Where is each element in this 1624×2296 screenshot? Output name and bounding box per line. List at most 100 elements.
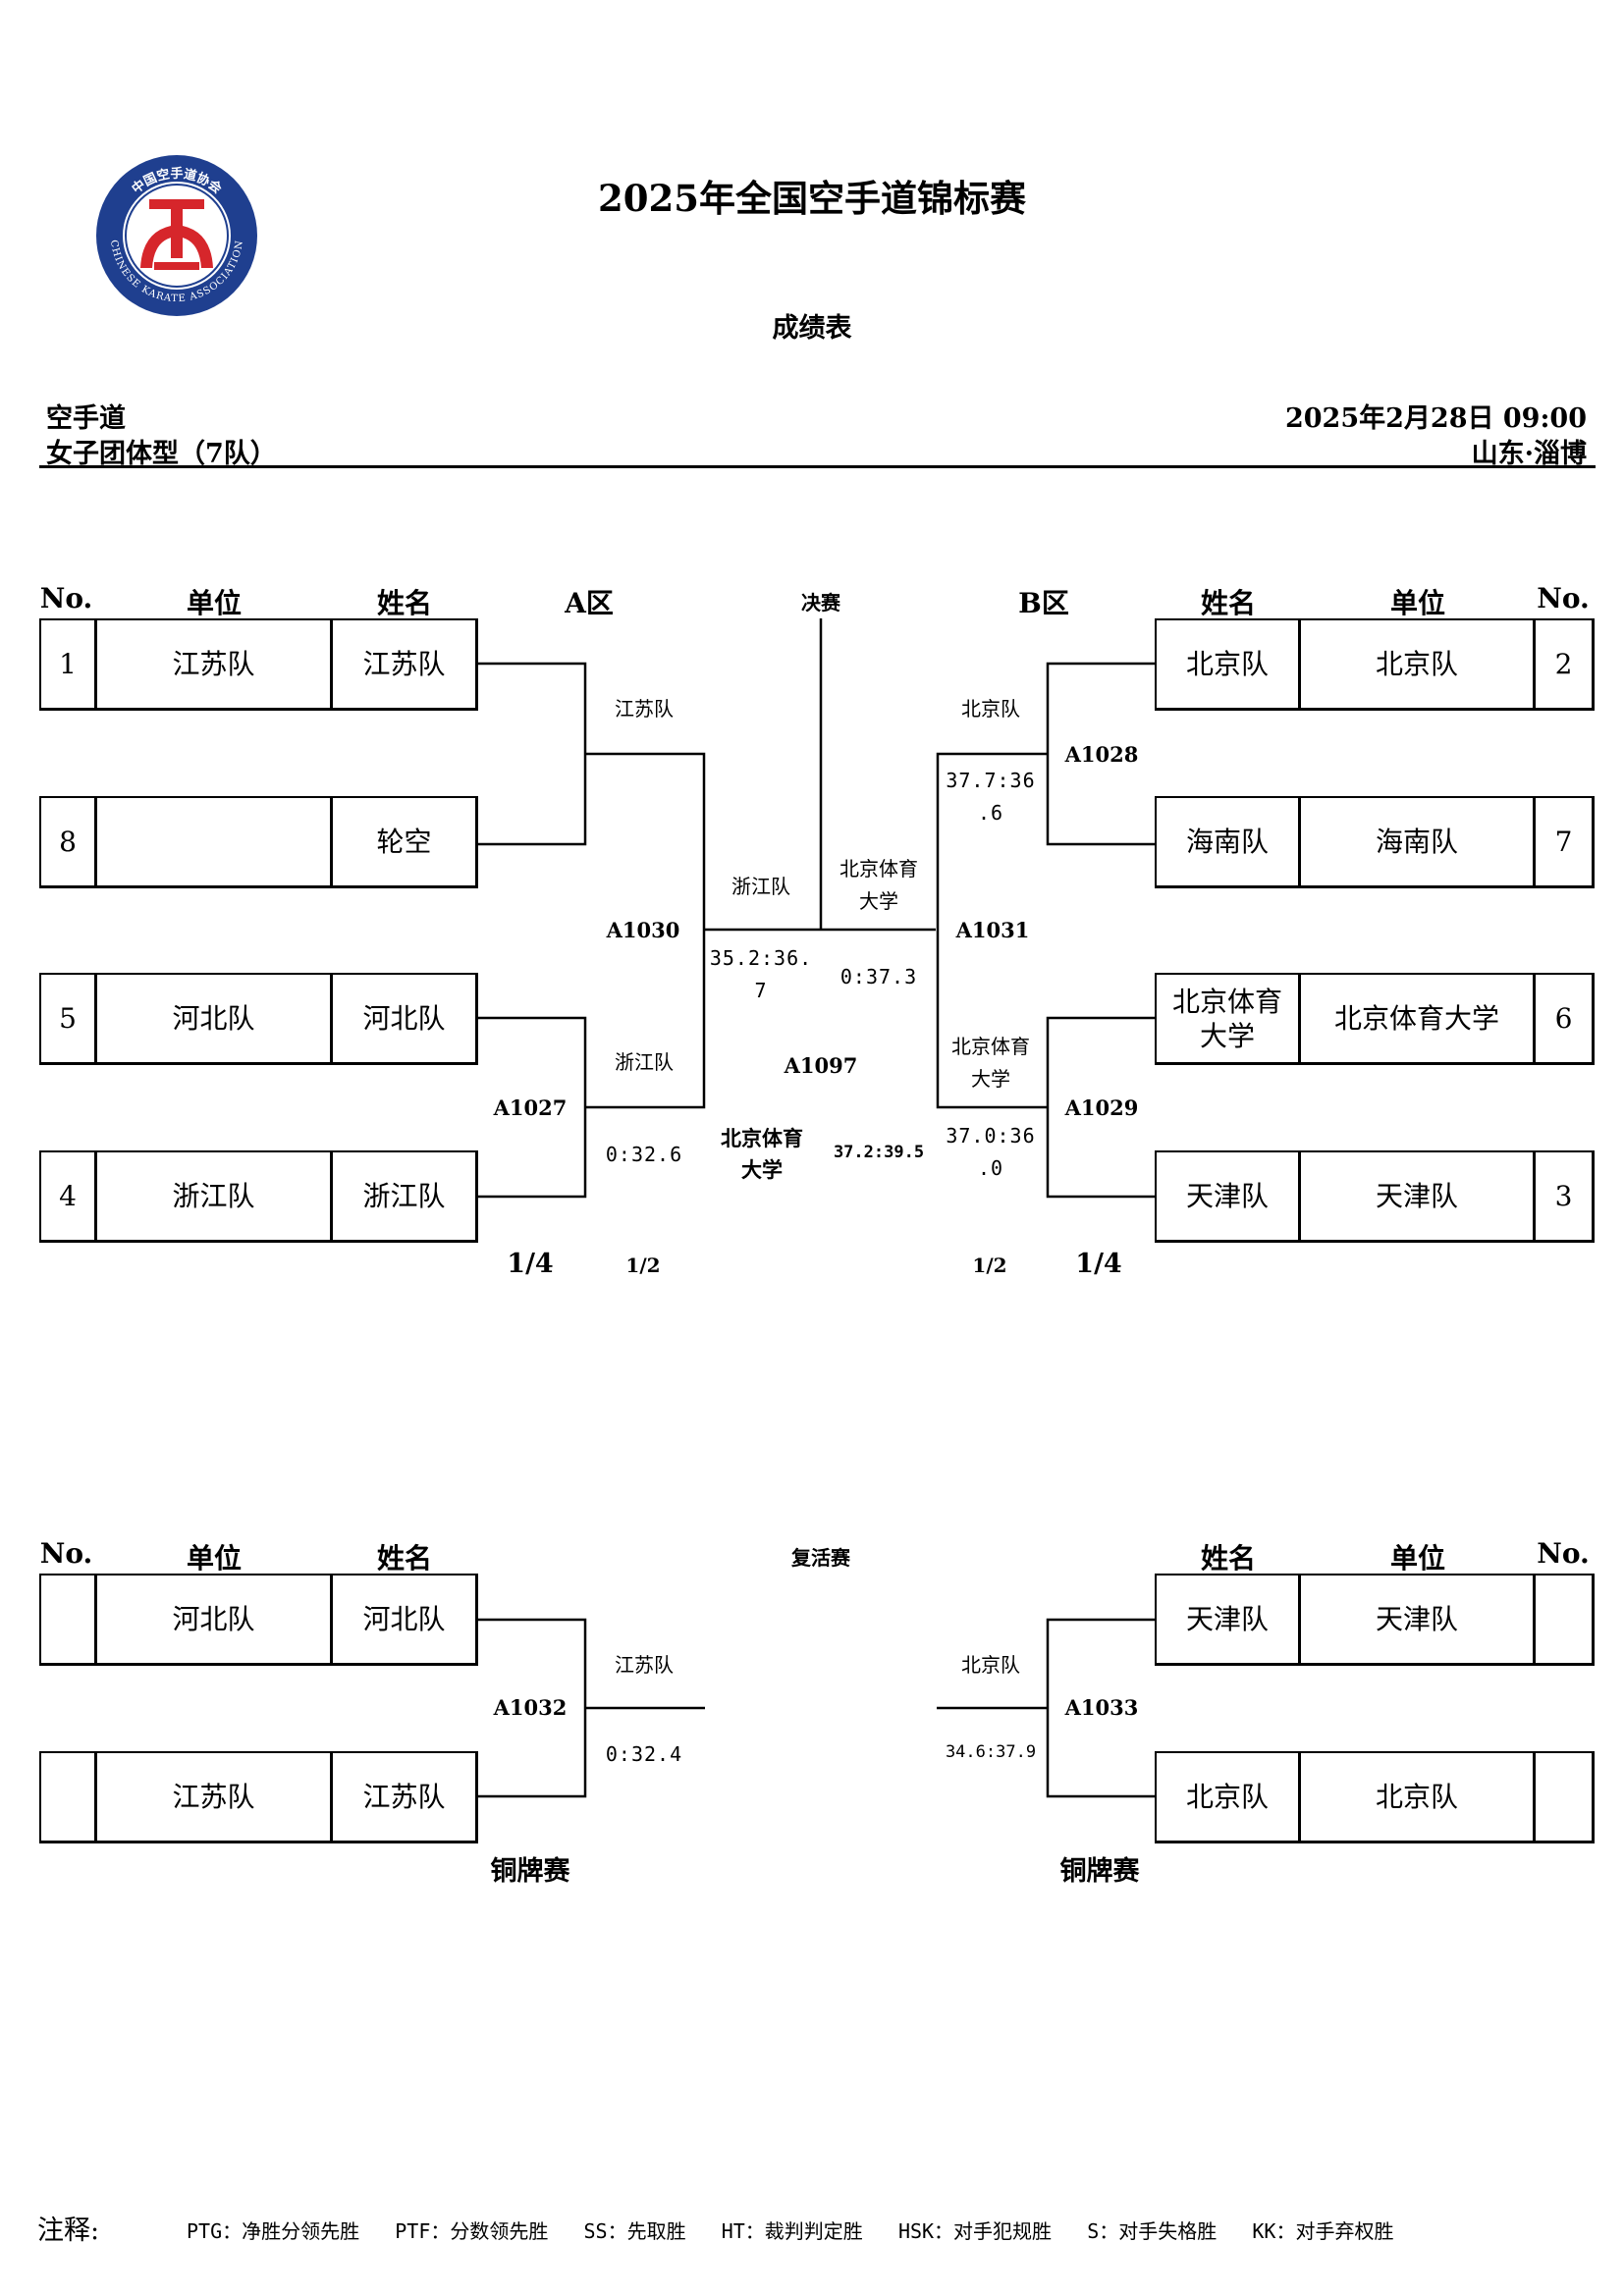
entry-name: 河北队 bbox=[331, 1574, 478, 1666]
event-name: 女子团体型（7队） bbox=[46, 439, 277, 469]
zone-b-label: B区 bbox=[1018, 587, 1069, 619]
a1028-score: 37.7:36 .6 bbox=[946, 769, 1036, 825]
match-code-a1033: A1033 bbox=[1064, 1695, 1139, 1720]
note-ptf: PTF：分数领先胜 bbox=[395, 2219, 549, 2243]
entry-unit: 天津队 bbox=[1299, 1574, 1536, 1666]
bracket-line-q1 bbox=[477, 662, 587, 846]
a1029-score: 37.0:36 .0 bbox=[946, 1124, 1036, 1180]
a1032-score: 0:32.4 bbox=[605, 1742, 683, 1766]
entry-name: 海南队 bbox=[1155, 796, 1301, 888]
entry-name: 天津队 bbox=[1155, 1574, 1301, 1666]
note-kk: KK：对手弃权胜 bbox=[1252, 2219, 1394, 2243]
col-no-right: No. bbox=[1537, 582, 1590, 614]
entry-no bbox=[39, 1574, 97, 1666]
entry-no: 4 bbox=[39, 1150, 97, 1243]
entry-no: 1 bbox=[39, 618, 97, 711]
header-rule bbox=[39, 465, 1596, 468]
entry-no bbox=[39, 1751, 97, 1843]
entry-no: 7 bbox=[1534, 796, 1595, 888]
entry-unit: 北京队 bbox=[1299, 1751, 1536, 1843]
bracket-line-a1028 bbox=[936, 752, 1048, 930]
entry-unit: 江苏队 bbox=[95, 618, 333, 711]
entry-no bbox=[1534, 1574, 1595, 1666]
entry-name: 浙江队 bbox=[331, 1150, 478, 1243]
final-label: 决赛 bbox=[801, 591, 840, 614]
entry-no: 5 bbox=[39, 973, 97, 1065]
note-ht: HT：裁判判定胜 bbox=[721, 2219, 863, 2243]
rep-col-unit-left: 单位 bbox=[186, 1542, 242, 1575]
bronze-label-right: 铜牌赛 bbox=[1059, 1856, 1140, 1887]
match-code-a1030: A1030 bbox=[606, 918, 680, 942]
a1031-score: 0:37.3 bbox=[839, 965, 918, 988]
final-score: 37.2:39.5 bbox=[833, 1143, 925, 1162]
bronze-label-left: 铜牌赛 bbox=[490, 1856, 570, 1887]
col-name-right: 姓名 bbox=[1200, 587, 1256, 619]
notes-label: 注释: bbox=[37, 2216, 100, 2246]
round-quarter-left: 1/4 bbox=[507, 1249, 554, 1279]
a1030-top-winner: 江苏队 bbox=[615, 697, 674, 721]
repechage-title: 复活赛 bbox=[791, 1546, 850, 1570]
entry-unit: 河北队 bbox=[95, 973, 333, 1065]
rep-col-no-left: No. bbox=[39, 1537, 93, 1570]
entry-unit: 海南队 bbox=[1299, 796, 1536, 888]
champion-name: 北京体育 大学 bbox=[721, 1126, 803, 1182]
bracket-line-a1030 bbox=[585, 752, 706, 930]
note-s: S：对手失格胜 bbox=[1087, 2219, 1218, 2243]
a1027-winner: 浙江队 bbox=[615, 1050, 674, 1074]
zone-a-label: A区 bbox=[565, 587, 614, 619]
bracket-line-a1029 bbox=[936, 930, 1048, 1109]
match-code-a1027: A1027 bbox=[493, 1095, 568, 1120]
note-hsk: HSK：对手犯规胜 bbox=[897, 2219, 1053, 2243]
bracket-line-a1027 bbox=[585, 930, 706, 1109]
a1029-winner: 北京体育 大学 bbox=[951, 1035, 1030, 1091]
match-code-a1029: A1029 bbox=[1064, 1095, 1139, 1120]
entry-name: 江苏队 bbox=[331, 618, 478, 711]
entry-name: 北京队 bbox=[1155, 1751, 1301, 1843]
page-subtitle: 成绩表 bbox=[772, 313, 852, 344]
entry-unit: 浙江队 bbox=[95, 1150, 333, 1243]
sport-name: 空手道 bbox=[46, 403, 126, 434]
round-semi-right: 1/2 bbox=[972, 1254, 1007, 1277]
entry-unit: 江苏队 bbox=[95, 1751, 333, 1843]
a1033-score: 34.6:37.9 bbox=[945, 1742, 1037, 1762]
entry-unit bbox=[95, 796, 333, 888]
match-code-a1032: A1032 bbox=[493, 1695, 568, 1720]
event-datetime: 2025年2月28日 09:00 bbox=[1284, 403, 1587, 434]
round-quarter-right: 1/4 bbox=[1075, 1249, 1122, 1279]
entry-unit: 河北队 bbox=[95, 1574, 333, 1666]
entry-unit: 北京体育大学 bbox=[1299, 973, 1536, 1065]
col-unit-right: 单位 bbox=[1389, 587, 1445, 619]
event-location: 山东·淄博 bbox=[1471, 439, 1587, 469]
entry-name: 河北队 bbox=[331, 973, 478, 1065]
note-ptg: PTG：净胜分领先胜 bbox=[187, 2219, 360, 2243]
entry-name: 轮空 bbox=[331, 796, 478, 888]
entry-name: 北京体育 大学 bbox=[1155, 973, 1301, 1065]
entry-unit: 北京队 bbox=[1299, 618, 1536, 711]
entry-no: 6 bbox=[1534, 973, 1595, 1065]
col-name-left: 姓名 bbox=[376, 587, 432, 619]
page-title: 2025年全国空手道锦标赛 bbox=[598, 177, 1026, 220]
a1031-winner: 北京体育 大学 bbox=[839, 857, 918, 913]
note-ss: SS：先取胜 bbox=[583, 2219, 686, 2243]
entry-no: 3 bbox=[1534, 1150, 1595, 1243]
entry-name: 北京队 bbox=[1155, 618, 1301, 711]
entry-no: 2 bbox=[1534, 618, 1595, 711]
association-logo: 中国空手道协会 CHINESE KARATE ASSOCIATION bbox=[96, 155, 257, 316]
logo-emblem-icon bbox=[140, 199, 213, 270]
rep-col-unit-right: 单位 bbox=[1389, 1542, 1445, 1575]
col-unit-left: 单位 bbox=[186, 587, 242, 619]
notes: 注释: bbox=[37, 2209, 99, 2247]
a1030-winner: 浙江队 bbox=[731, 875, 790, 898]
rep-col-name-right: 姓名 bbox=[1200, 1542, 1256, 1575]
match-code-a1097: A1097 bbox=[784, 1053, 858, 1078]
match-code-a1031: A1031 bbox=[955, 918, 1030, 942]
entry-unit: 天津队 bbox=[1299, 1150, 1536, 1243]
col-no-left: No. bbox=[39, 582, 93, 614]
entry-no bbox=[1534, 1751, 1595, 1843]
a1027-score: 0:32.6 bbox=[605, 1143, 683, 1166]
a1032-winner: 江苏队 bbox=[615, 1653, 674, 1677]
a1028-winner: 北京队 bbox=[961, 697, 1020, 721]
round-semi-left: 1/2 bbox=[625, 1254, 661, 1277]
match-code-a1028: A1028 bbox=[1064, 742, 1139, 767]
